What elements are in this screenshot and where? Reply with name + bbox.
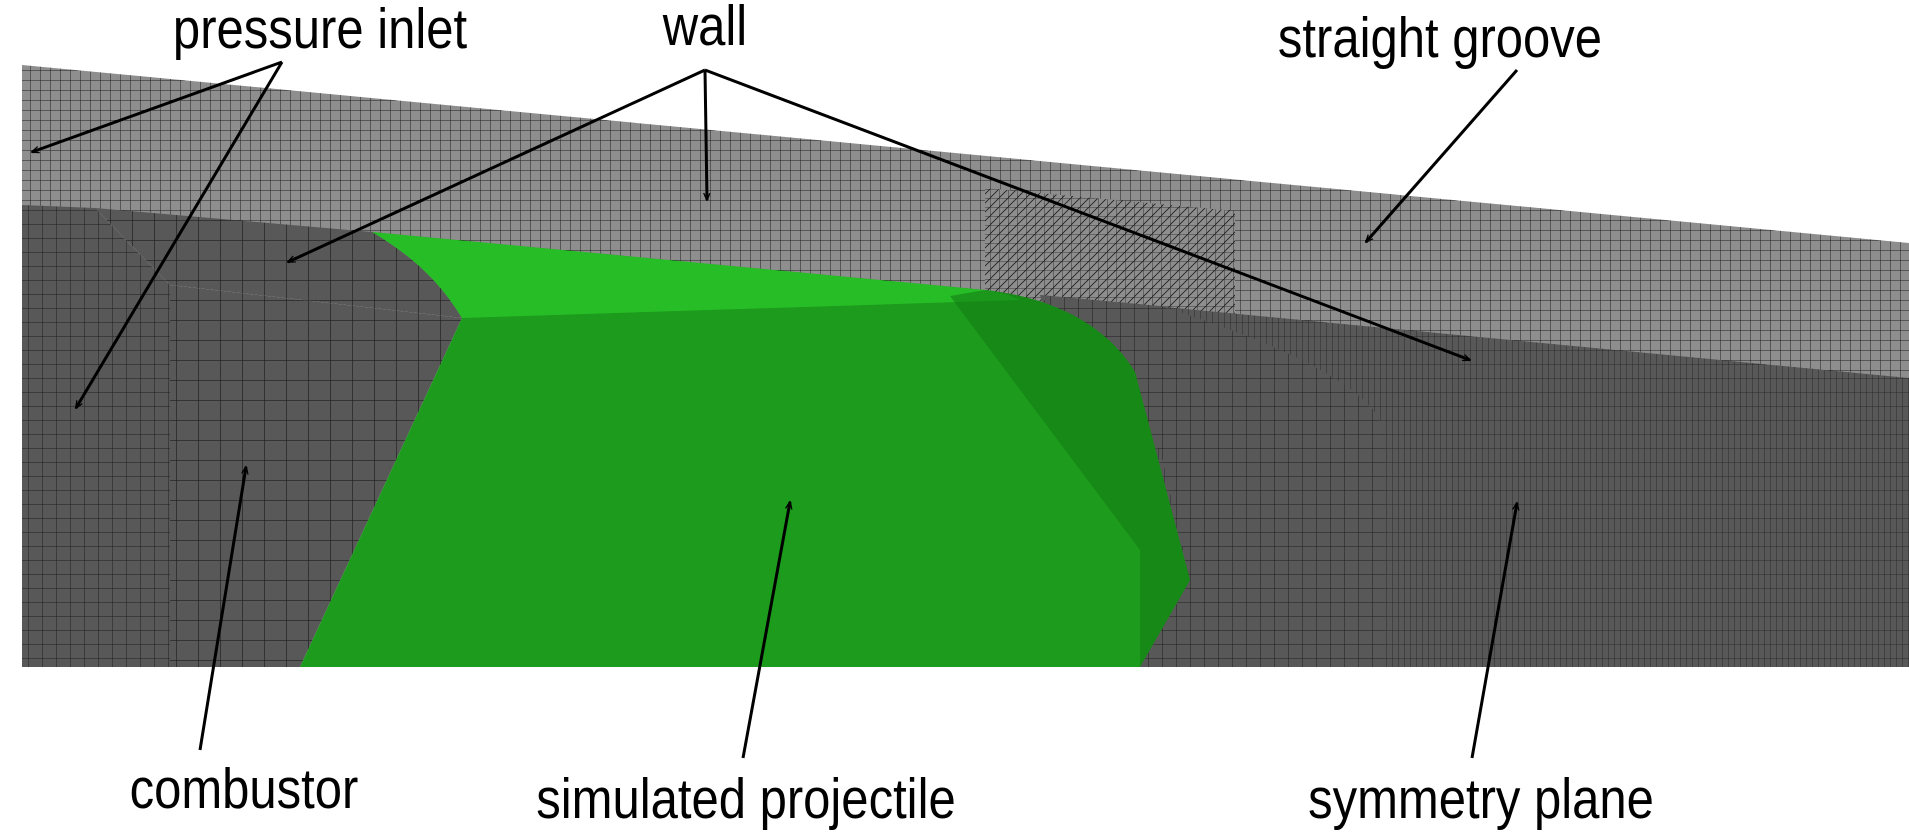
arrow-pressure-inlet-top [32, 60, 283, 154]
arrow-simulated-projectile [741, 502, 790, 759]
annotation-arrows [32, 60, 1519, 759]
arrow-wall-symmetry [704, 68, 1470, 362]
arrow-pressure-inlet-side [76, 61, 284, 408]
projectile-top-band [372, 232, 1020, 318]
annotation-labels: pressure inlet wall straight groove comb… [130, 0, 1654, 831]
triangular-mesh-patch-grid [985, 188, 1235, 323]
combustor-side-face-grid [22, 205, 170, 667]
label-simulated-projectile: simulated projectile [536, 768, 955, 831]
projectile-nose-shade [950, 290, 1190, 667]
label-combustor: combustor [130, 758, 359, 821]
arrow-straight-groove [1366, 69, 1519, 242]
arrow-wall-top [705, 69, 707, 200]
projectile-body [300, 232, 1190, 667]
combustor-front-face-grid [170, 285, 462, 667]
label-symmetry-plane: symmetry plane [1308, 768, 1654, 831]
arrow-wall-projectile [288, 68, 706, 264]
label-pressure-inlet: pressure inlet [173, 0, 467, 61]
arrow-combustor [198, 467, 246, 751]
arrow-symmetry-plane [1470, 503, 1517, 759]
label-wall: wall [662, 0, 747, 58]
top-wall-strip-grid [22, 65, 1909, 395]
label-straight-groove: straight groove [1278, 7, 1602, 70]
mesh-geometry [22, 65, 1909, 667]
combustor-top-face-grid [95, 208, 462, 318]
